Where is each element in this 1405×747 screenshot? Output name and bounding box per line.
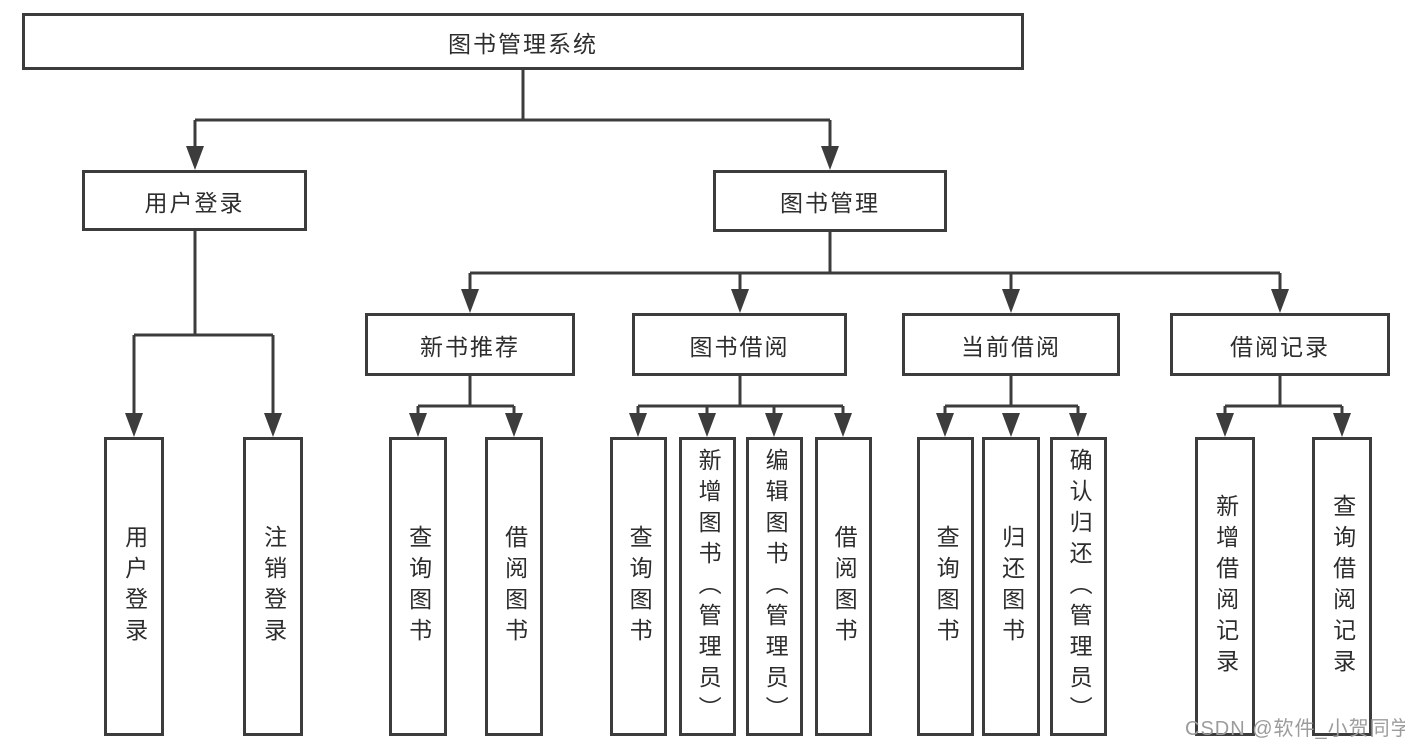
leaf-add-borrow-record-label: 新增借阅记录 (1212, 493, 1239, 680)
leaf-borrow-books-recommend-label: 借阅图书 (501, 524, 528, 649)
leaf-logout: 注销登录 (243, 437, 303, 736)
leaf-confirm-return-admin-label: 确认归还（管理员） (1066, 448, 1093, 727)
leaf-user-login-label: 用户登录 (121, 524, 148, 649)
leaf-return-books: 归还图书 (982, 437, 1040, 736)
leaf-user-login: 用户登录 (104, 437, 164, 736)
node-user-login-label: 用户登录 (144, 189, 245, 216)
node-current-borrow-label: 当前借阅 (961, 333, 1061, 360)
node-borrow-records: 借阅记录 (1170, 313, 1390, 376)
leaf-query-books-current: 查询图书 (917, 437, 974, 736)
node-book-borrow: 图书借阅 (632, 313, 847, 376)
node-book-management-label: 图书管理 (780, 190, 880, 216)
leaf-borrow-books-label: 借阅图书 (831, 524, 858, 649)
leaf-query-books-current-label: 查询图书 (933, 524, 960, 649)
leaf-logout-label: 注销登录 (260, 524, 287, 649)
leaf-borrow-books: 借阅图书 (815, 437, 872, 736)
leaf-add-book-admin: 新增图书（管理员） (679, 437, 736, 736)
leaf-borrow-books-recommend: 借阅图书 (485, 437, 543, 736)
leaf-return-books-label: 归还图书 (998, 524, 1025, 649)
node-user-login: 用户登录 (82, 170, 307, 231)
leaf-add-book-admin-label: 新增图书（管理员） (695, 448, 722, 727)
node-book-borrow-label: 图书借阅 (689, 333, 790, 360)
leaf-confirm-return-admin: 确认归还（管理员） (1050, 437, 1107, 736)
leaf-query-books-borrow-label: 查询图书 (626, 524, 653, 649)
leaf-query-books-borrow: 查询图书 (610, 437, 667, 736)
leaf-query-books-recommend: 查询图书 (389, 437, 447, 736)
node-book-management: 图书管理 (713, 170, 947, 232)
node-current-borrow: 当前借阅 (902, 313, 1120, 376)
csdn-watermark: CSDN @软件_小贺同学 (1185, 718, 1405, 740)
node-borrow-records-label: 借阅记录 (1230, 333, 1330, 360)
leaf-edit-book-admin: 编辑图书（管理员） (746, 437, 803, 736)
node-new-book-recommend: 新书推荐 (365, 313, 575, 376)
leaf-query-books-recommend-label: 查询图书 (405, 524, 432, 649)
leaf-query-borrow-record: 查询借阅记录 (1312, 437, 1372, 736)
leaf-query-borrow-record-label: 查询借阅记录 (1329, 493, 1356, 680)
leaf-edit-book-admin-label: 编辑图书（管理员） (762, 448, 789, 727)
root-node-label: 图书管理系统 (448, 30, 598, 57)
root-node: 图书管理系统 (22, 13, 1024, 70)
leaf-add-borrow-record: 新增借阅记录 (1195, 437, 1255, 736)
node-new-book-recommend-label: 新书推荐 (420, 333, 520, 360)
